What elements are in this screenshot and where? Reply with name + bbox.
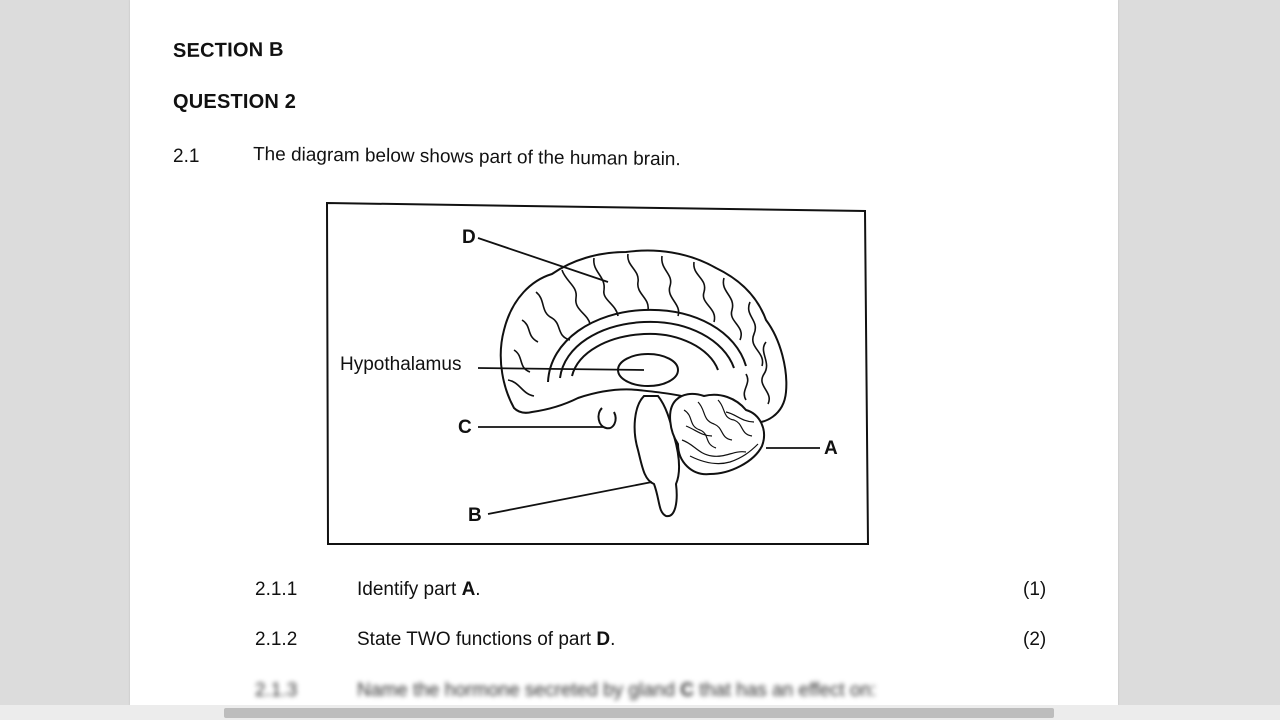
subquestion-text: Identify part A. <box>357 579 481 601</box>
subquestion-number: 2.1.1 <box>255 579 298 600</box>
question-title: QUESTION 2 <box>173 91 297 113</box>
horizontal-scrollbar[interactable] <box>0 705 1280 720</box>
text-part: that has an effect on: <box>693 680 877 701</box>
label-hypothalamus: Hypothalamus <box>340 354 462 375</box>
label-a: A <box>824 438 838 459</box>
subquestion-marks: (1) <box>1023 579 1047 600</box>
subquestion-number: 2.1.3 <box>255 680 298 701</box>
subquestion-marks: (2) <box>1023 629 1047 650</box>
brain-diagram: D Hypothalamus C A B <box>326 200 871 546</box>
bold-part: C <box>680 680 694 701</box>
cerebellum-shape <box>669 392 765 476</box>
bold-part: A <box>461 579 476 600</box>
label-c: C <box>458 417 472 438</box>
subquestion-text: State TWO functions of part D. <box>357 629 615 651</box>
question-text: The diagram below shows part of the huma… <box>252 144 681 171</box>
corpus-callosum <box>547 308 747 383</box>
text-part: . <box>610 629 616 650</box>
question-number: 2.1 <box>173 146 200 167</box>
leader-lines <box>477 237 820 515</box>
gyri-lines <box>507 253 771 405</box>
text-part: Name the hormone secreted by gland <box>357 680 681 701</box>
label-b: B <box>468 505 482 526</box>
cerebrum-outline <box>499 249 788 424</box>
document-page: SECTION B QUESTION 2 2.1 The diagram bel… <box>130 0 1118 705</box>
text-part: Identify part <box>357 579 462 600</box>
text-part: . <box>475 579 481 600</box>
label-d: D <box>462 227 476 248</box>
scrollbar-thumb[interactable] <box>224 708 1054 718</box>
section-title: SECTION B <box>172 38 284 62</box>
brain-illustration <box>326 201 870 545</box>
text-part: State TWO functions of part <box>357 629 597 650</box>
subquestion-text: Name the hormone secreted by gland C tha… <box>357 680 876 702</box>
subquestion-number: 2.1.2 <box>255 629 298 650</box>
bold-part: D <box>596 629 611 650</box>
pituitary-shape <box>597 407 617 430</box>
